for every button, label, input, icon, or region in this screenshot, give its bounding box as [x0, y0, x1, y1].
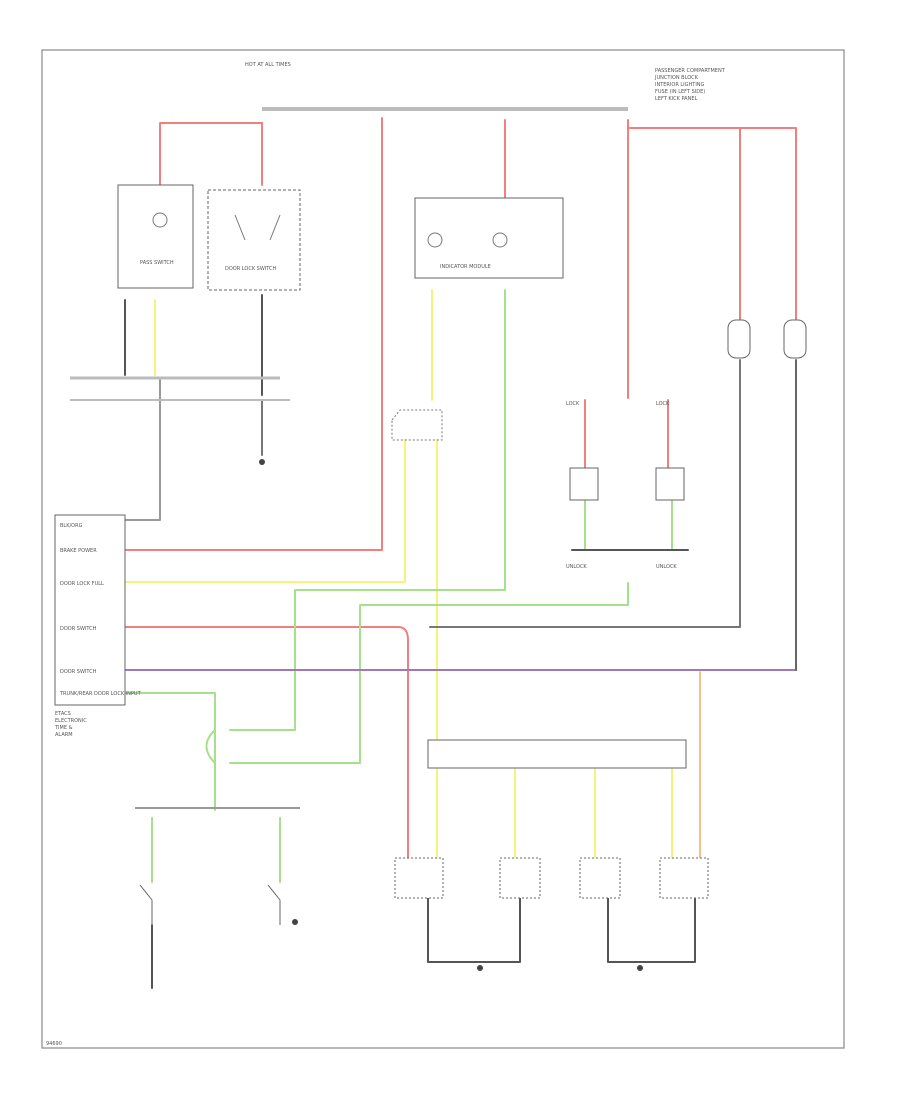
ecu-pin-6: TRUNK/REAR DOOR LOCK INPUT: [59, 691, 142, 697]
lock-actuator-right-label: LOCK: [656, 401, 670, 407]
diagram-frame: [41, 49, 845, 1049]
green-wires: [124, 289, 673, 883]
etacs-module: BLK/ORG BRAKE POWER DOOR LOCK FULL DOOR …: [54, 514, 142, 738]
black-wires: [124, 294, 797, 989]
control-switch-box: PASS SWITCH: [117, 184, 194, 289]
lamp-left: [727, 319, 751, 359]
ignition-switch: [391, 409, 443, 441]
jb-label-4: FUSE (IN LEFT SIDE): [655, 89, 705, 95]
jb-label-1: PASSENGER COMPARTMENT: [655, 68, 726, 74]
indicator-module-label: INDICATOR MODULE: [440, 264, 491, 270]
key-switches: [139, 884, 281, 925]
yellow-wires: [124, 289, 673, 859]
ecu-title-3: TIME &: [54, 725, 73, 731]
jb-label-3: INTERIOR LIGHTING: [655, 82, 705, 88]
ecu-pin-1: BLK/ORG: [60, 523, 83, 529]
fuse-box-label: HOT AT ALL TIMES: [245, 62, 291, 68]
lock-actuator-left: LOCK UNLOCK: [566, 401, 599, 570]
lock-actuator-right: LOCK UNLOCK: [655, 401, 685, 570]
ecu-title-2: ELECTRONIC: [55, 718, 87, 724]
door-lock-switch-box: DOOR LOCK SWITCH: [207, 189, 301, 291]
lock-actuator-right-unlock: UNLOCK: [656, 564, 677, 570]
id-code: 94690: [46, 1041, 62, 1047]
control-switch-label: PASS SWITCH: [140, 260, 174, 266]
red-wires: [124, 117, 797, 859]
jb-label-2: JUNCTION BLOCK: [654, 75, 699, 81]
ecu-title-1: ETACS: [55, 711, 71, 717]
lock-actuator-left-unlock: UNLOCK: [566, 564, 587, 570]
ecu-pin-2: BRAKE POWER: [60, 548, 97, 554]
lock-actuator-left-label: LOCK: [566, 401, 580, 407]
jb-label-5: LEFT KICK PANEL: [655, 96, 698, 102]
indicator-module-box: INDICATOR MODULE: [414, 197, 564, 279]
door-actuators: [394, 857, 709, 899]
ecu-pin-3: DOOR LOCK FULL: [60, 581, 104, 587]
door-lock-switch-label: DOOR LOCK SWITCH: [225, 266, 277, 272]
ecu-pin-4: DOOR SWITCH: [60, 626, 97, 632]
ground-symbols: [259, 459, 643, 971]
ecu-pin-5: DOOR SWITCH: [60, 669, 97, 675]
lamp-right: [783, 319, 807, 359]
ecu-title-4: ALARM: [55, 732, 73, 738]
power-door-lock-module: [427, 739, 687, 769]
